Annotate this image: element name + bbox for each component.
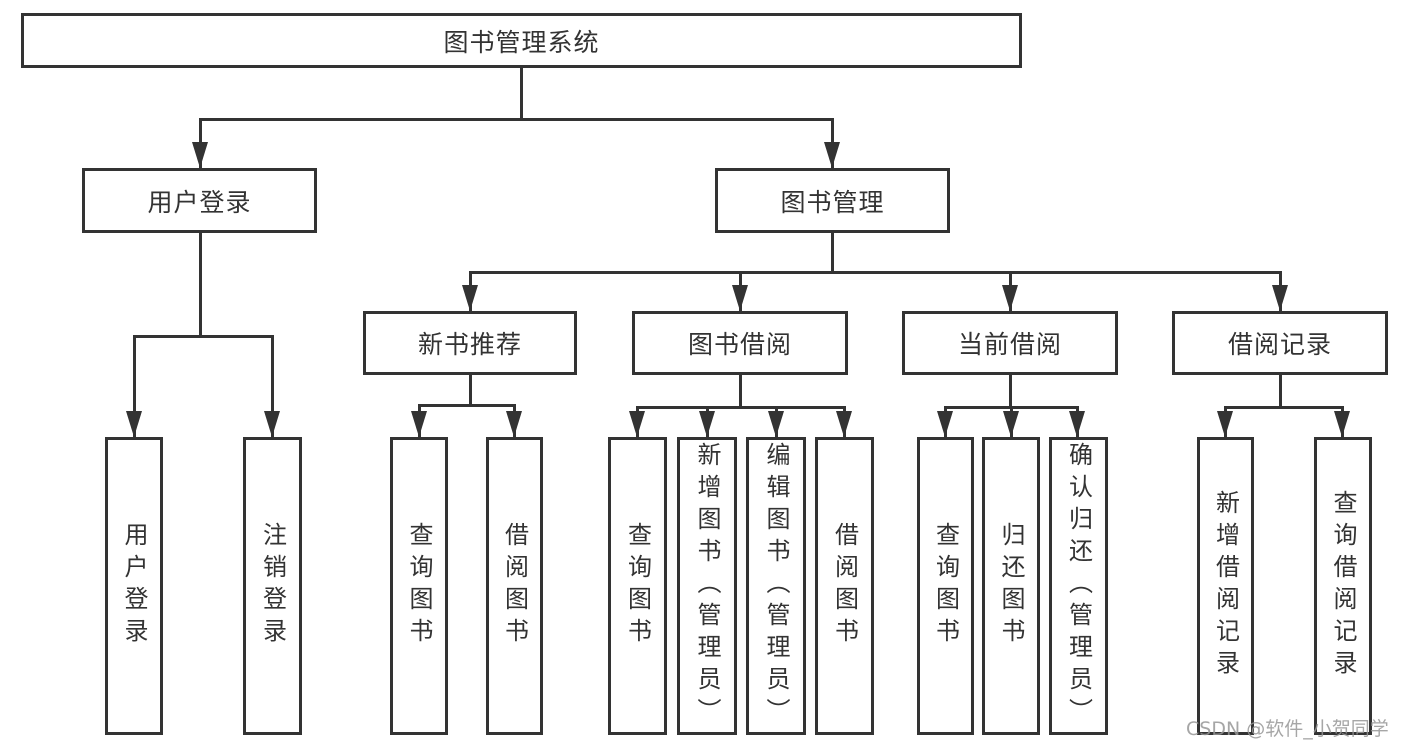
- arrow-down-icon: [1334, 411, 1350, 437]
- arrow-down-icon: [1217, 411, 1233, 437]
- leaf-label: 新增借阅记录: [1211, 490, 1240, 682]
- connector-line: [520, 68, 523, 120]
- leaf-logout: 注销登录: [243, 437, 302, 735]
- leaf-label: 新增图书（管理员）: [693, 442, 721, 730]
- node-user-login-label: 用户登录: [147, 187, 252, 217]
- node-book-borrow: 图书借阅: [632, 311, 848, 375]
- connector-line: [133, 335, 274, 338]
- arrow-down-icon: [192, 142, 208, 168]
- connector-line: [418, 404, 516, 407]
- arrow-down-icon: [1002, 285, 1018, 311]
- node-book-management: 图书管理: [715, 168, 950, 233]
- arrow-down-icon: [462, 285, 478, 311]
- node-root-label: 图书管理系统: [443, 27, 600, 57]
- leaf-query-book-1: 查询图书: [390, 437, 448, 735]
- leaf-label: 用户登录: [120, 522, 148, 650]
- node-borrow-record: 借阅记录: [1172, 311, 1388, 375]
- leaf-add-book-admin: 新增图书（管理员）: [677, 437, 737, 735]
- leaf-user-login: 用户登录: [105, 437, 163, 735]
- arrow-down-icon: [937, 411, 953, 437]
- connector-line: [831, 233, 834, 274]
- leaf-label: 查询图书: [623, 522, 652, 650]
- arrow-down-icon: [1003, 411, 1019, 437]
- connector-line: [133, 335, 136, 437]
- node-book-borrow-label: 图书借阅: [687, 330, 792, 359]
- leaf-label: 归还图书: [997, 522, 1025, 650]
- connector-line: [1279, 375, 1282, 408]
- connector-line: [469, 375, 472, 406]
- leaf-label: 查询图书: [405, 522, 433, 650]
- leaf-return-book: 归还图书: [982, 437, 1040, 735]
- arrow-down-icon: [824, 142, 840, 168]
- arrow-down-icon: [836, 411, 852, 437]
- leaf-label: 注销登录: [258, 522, 287, 650]
- node-book-management-label: 图书管理: [780, 187, 885, 217]
- connector-line: [199, 233, 202, 338]
- arrow-down-icon: [768, 411, 784, 437]
- leaf-label: 编辑图书（管理员）: [762, 442, 790, 730]
- node-root: 图书管理系统: [21, 13, 1022, 68]
- arrow-down-icon: [126, 411, 142, 437]
- leaf-borrow-book-1: 借阅图书: [486, 437, 543, 735]
- connector-line: [636, 406, 846, 409]
- connector-line: [1009, 375, 1012, 408]
- leaf-label: 借阅图书: [500, 522, 529, 650]
- leaf-confirm-return-admin: 确认归还（管理员）: [1049, 437, 1108, 735]
- connector-line: [271, 335, 274, 437]
- arrow-down-icon: [1069, 411, 1085, 437]
- leaf-borrow-book-2: 借阅图书: [815, 437, 874, 735]
- node-current-borrow: 当前借阅: [902, 311, 1118, 375]
- arrow-down-icon: [1272, 285, 1288, 311]
- connector-line: [739, 375, 742, 408]
- leaf-query-book-3: 查询图书: [917, 437, 974, 735]
- leaf-label: 借阅图书: [830, 522, 859, 650]
- leaf-label: 查询借阅记录: [1329, 490, 1357, 682]
- arrow-down-icon: [732, 285, 748, 311]
- arrow-down-icon: [506, 411, 522, 437]
- leaf-edit-book-admin: 编辑图书（管理员）: [746, 437, 806, 735]
- node-user-login: 用户登录: [82, 168, 317, 233]
- connector-line: [199, 118, 834, 121]
- arrow-down-icon: [699, 411, 715, 437]
- node-new-book-recommend-label: 新书推荐: [417, 330, 522, 359]
- arrow-down-icon: [411, 411, 427, 437]
- leaf-query-borrow-record: 查询借阅记录: [1314, 437, 1372, 735]
- connector-line: [469, 271, 1282, 274]
- csdn-watermark: CSDN @软件_小贺同学: [1186, 718, 1389, 740]
- leaf-add-borrow-record: 新增借阅记录: [1197, 437, 1254, 735]
- leaf-query-book-2: 查询图书: [608, 437, 667, 735]
- leaf-label: 确认归还（管理员）: [1064, 442, 1093, 730]
- arrow-down-icon: [629, 411, 645, 437]
- leaf-label: 查询图书: [931, 522, 960, 650]
- arrow-down-icon: [264, 411, 280, 437]
- node-borrow-record-label: 借阅记录: [1227, 330, 1332, 359]
- node-current-borrow-label: 当前借阅: [957, 330, 1062, 359]
- connector-line: [1224, 406, 1343, 409]
- node-new-book-recommend: 新书推荐: [363, 311, 577, 375]
